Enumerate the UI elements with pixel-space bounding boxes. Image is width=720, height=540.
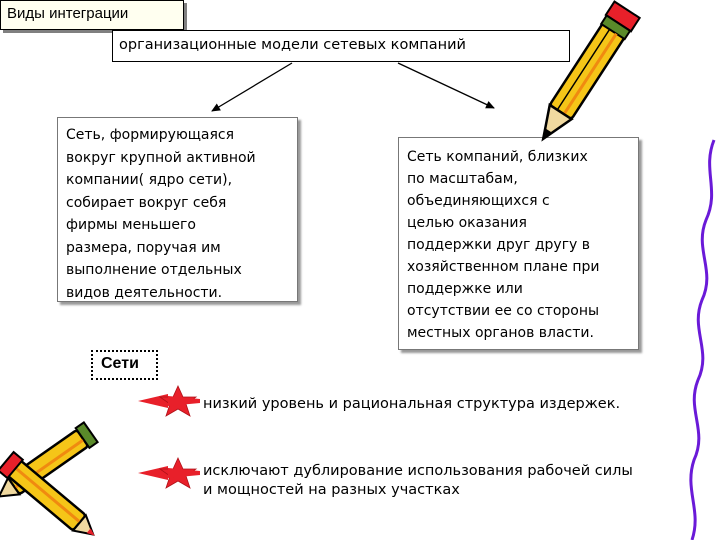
left-line: вокруг крупной активной bbox=[66, 149, 256, 166]
left-line: фирмы меньшего bbox=[66, 217, 196, 233]
arrow-left bbox=[211, 62, 293, 112]
right-line: местных органов власти. bbox=[407, 325, 594, 341]
star-arrow-icon bbox=[138, 457, 200, 489]
bullet-item: низкий уровень и рациональная структура … bbox=[203, 396, 621, 412]
pencil-icon bbox=[541, 0, 642, 142]
slide-title: Виды интеграции bbox=[0, 0, 184, 30]
right-line: поддержки друг другу в bbox=[407, 237, 591, 253]
right-line: по масштабам, bbox=[407, 171, 518, 187]
left-line: видов деятельности. bbox=[66, 284, 223, 301]
left-line: выполнение отдельных bbox=[66, 262, 242, 278]
right-line: целью оказания bbox=[407, 215, 527, 231]
top-category-box: организационные модели сетевых компаний bbox=[112, 30, 570, 62]
arrow-right bbox=[397, 62, 495, 109]
right-line: хозяйственном плане при bbox=[407, 259, 600, 275]
squiggle-line bbox=[689, 139, 716, 540]
pencil-icon bbox=[0, 421, 100, 536]
right-line: поддержке или bbox=[407, 281, 523, 297]
right-line: объединяющихся с bbox=[407, 193, 550, 209]
left-line: размера, поручая им bbox=[66, 239, 221, 256]
bullet-item: исключают дублирование использования раб… bbox=[203, 463, 633, 498]
left-line: Сеть, формирующаяся bbox=[66, 127, 235, 143]
right-network-box: Сеть компаний, близких по масштабам, объ… bbox=[398, 137, 639, 350]
right-line: Сеть компаний, близких bbox=[407, 149, 588, 165]
star-arrow-icon bbox=[138, 385, 200, 417]
left-line: собирает вокруг себя bbox=[66, 194, 227, 211]
left-network-box: Сеть, формирующаяся вокруг крупной актив… bbox=[57, 117, 298, 302]
left-line: компании( ядро сети), bbox=[66, 172, 233, 188]
seti-label: Сети bbox=[91, 350, 158, 380]
right-line: отсутствии ее со стороны bbox=[407, 303, 600, 319]
